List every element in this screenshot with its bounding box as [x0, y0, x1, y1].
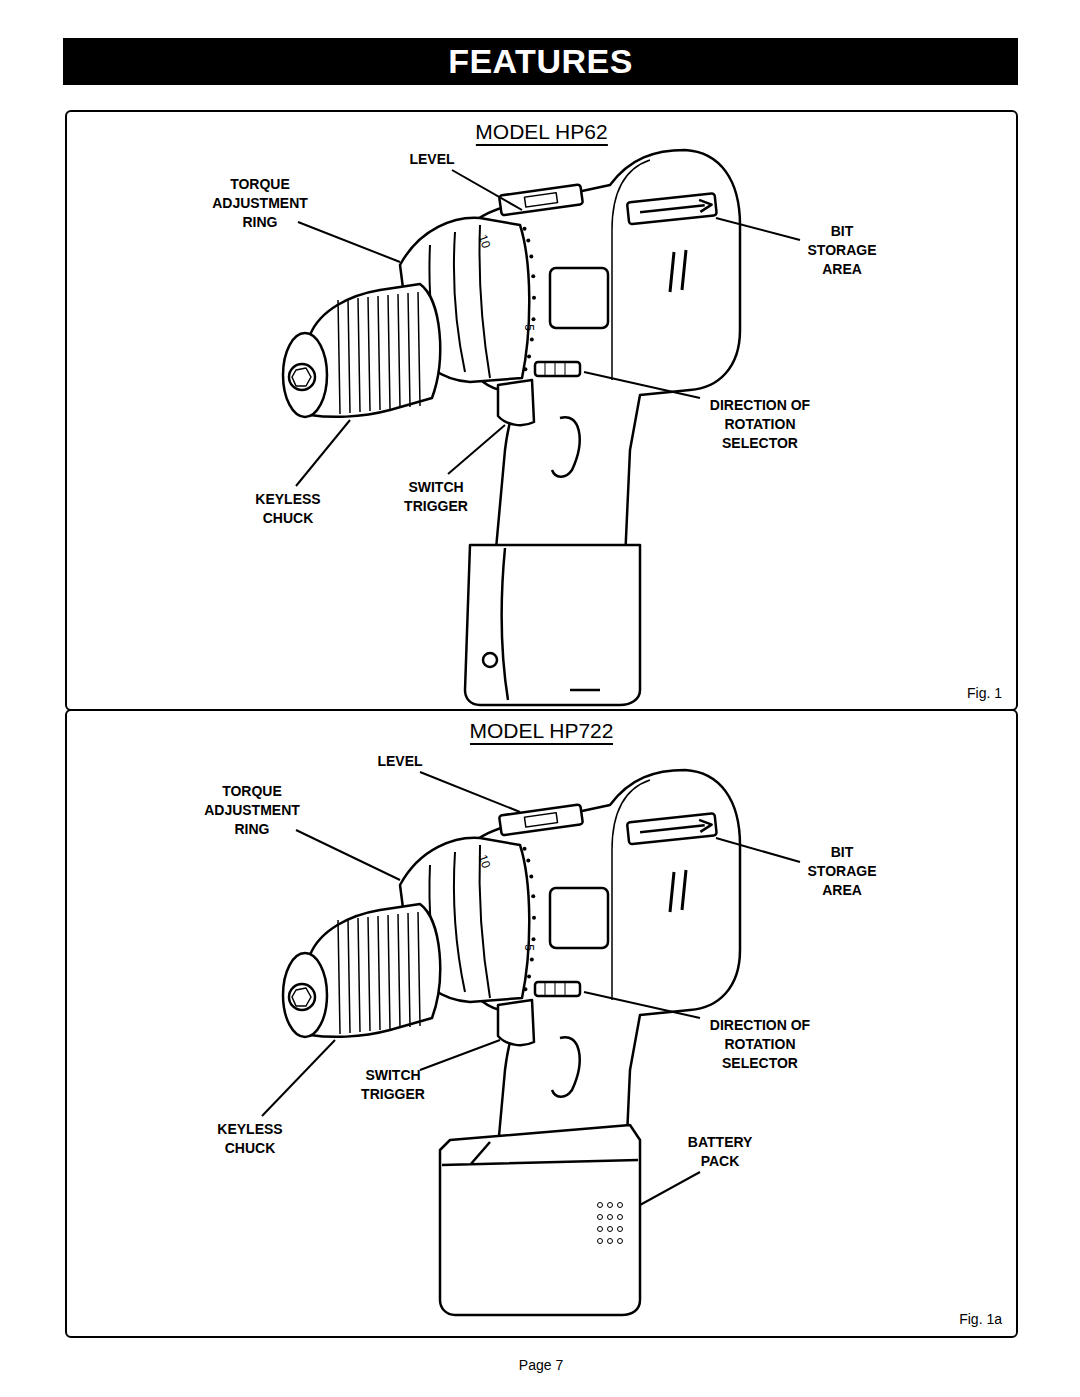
- part-label: BATTERY PACK: [688, 1133, 752, 1171]
- leader-line: [448, 425, 505, 474]
- part-label: SWITCH TRIGGER: [361, 1066, 425, 1104]
- part-label: DIRECTION OF ROTATION SELECTOR: [701, 396, 819, 453]
- battery-pack: [440, 1125, 640, 1315]
- dial-number: 5: [519, 944, 538, 951]
- title-bar: FEATURES: [63, 38, 1018, 85]
- figure-number: Fig. 1: [967, 684, 1002, 703]
- part-label: TORQUE ADJUSTMENT RING: [205, 175, 315, 232]
- part-label: LEVEL: [377, 752, 422, 771]
- leader-line: [420, 1040, 500, 1070]
- part-label: DIRECTION OF ROTATION SELECTOR: [701, 1016, 819, 1073]
- leader-line: [452, 170, 522, 210]
- part-label: KEYLESS CHUCK: [217, 1120, 282, 1158]
- dial-number: 5: [519, 324, 538, 331]
- model-heading: MODEL HP722: [470, 719, 614, 745]
- model-heading: MODEL HP62: [475, 120, 607, 146]
- figure-number: Fig. 1a: [959, 1310, 1002, 1329]
- title: FEATURES: [448, 42, 633, 81]
- drill: [283, 770, 740, 1315]
- keyless-chuck: [310, 284, 440, 417]
- leader-line: [296, 420, 350, 486]
- keyless-chuck: [310, 904, 440, 1037]
- part-label: SWITCH TRIGGER: [404, 478, 468, 516]
- drill: [283, 150, 740, 705]
- leader-line: [716, 838, 800, 862]
- leader-line: [640, 1172, 700, 1205]
- leader-line: [716, 218, 800, 240]
- leader-line: [262, 1040, 335, 1116]
- leader-line: [420, 772, 520, 812]
- page-number: Page 7: [519, 1356, 563, 1375]
- part-label: BIT STORAGE AREA: [808, 222, 877, 279]
- figure-panel: MODEL HP62: [65, 110, 1018, 711]
- battery: [465, 545, 640, 705]
- leader-line: [584, 992, 700, 1018]
- leader-line: [584, 372, 700, 398]
- leader-line: [296, 830, 400, 880]
- part-label: LEVEL: [409, 150, 454, 169]
- part-label: BIT STORAGE AREA: [808, 843, 877, 900]
- leader-line: [298, 222, 400, 262]
- part-label: KEYLESS CHUCK: [255, 490, 320, 528]
- part-label: TORQUE ADJUSTMENT RING: [197, 782, 307, 839]
